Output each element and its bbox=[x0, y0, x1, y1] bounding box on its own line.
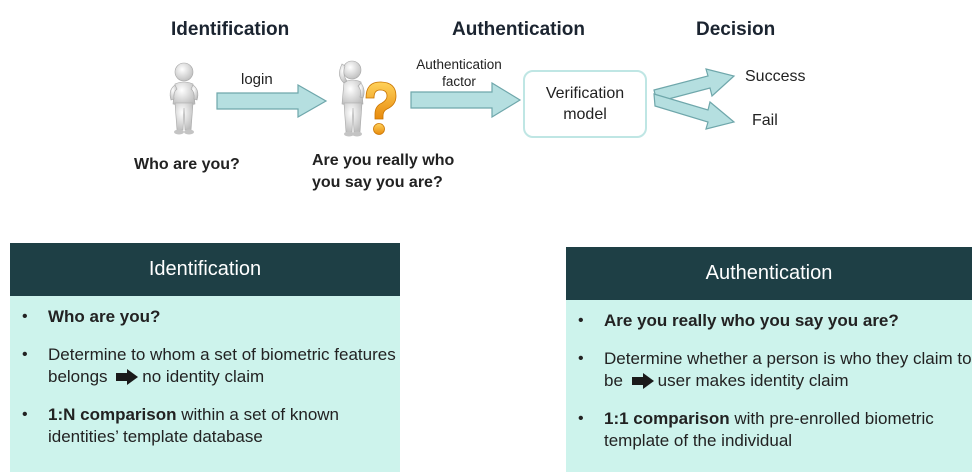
person-icon bbox=[169, 62, 199, 135]
success-label: Success bbox=[745, 68, 806, 85]
identification-point-3: within a set of known identities’ templa… bbox=[48, 405, 340, 446]
authentication-card: Authentication •Are you really who you s… bbox=[566, 247, 972, 472]
flow-arrow bbox=[410, 82, 522, 118]
authentication-card-title: Authentication bbox=[566, 247, 972, 300]
verification-model-line2: model bbox=[563, 106, 607, 123]
identification-point-1: Who are you? bbox=[48, 307, 161, 326]
identification-card-title: Identification bbox=[10, 243, 400, 296]
list-item: •Determine whether a person is who they … bbox=[578, 349, 972, 390]
authentication-point-2-result: user makes identity claim bbox=[657, 371, 849, 390]
identification-point-2-result: no identity claim bbox=[142, 367, 265, 386]
verification-model-box: Verification model bbox=[523, 70, 647, 138]
authentication-point-3-bold: 1:1 comparison bbox=[604, 409, 730, 428]
are-you-really-question: Are you really who you say you are? bbox=[312, 150, 454, 194]
right-arrow-icon bbox=[631, 373, 654, 389]
fail-arrow bbox=[653, 93, 736, 130]
authentication-card-body: •Are you really who you say you are? •De… bbox=[566, 300, 972, 472]
flow-arrow bbox=[216, 84, 328, 118]
authentication-factor-line1: Authentication bbox=[416, 57, 502, 72]
question-line1: Are you really who bbox=[312, 152, 455, 169]
who-are-you-question: Who are you? bbox=[134, 156, 240, 173]
stage-title-identification: Identification bbox=[171, 19, 290, 40]
list-item: •1:N comparison within a set of known id… bbox=[22, 405, 340, 446]
authentication-point-1: Are you really who you say you are? bbox=[604, 311, 899, 330]
thinking-person-icon bbox=[339, 60, 397, 137]
identification-card: Identification •Who are you? •Determine … bbox=[10, 243, 400, 472]
login-label: login bbox=[241, 71, 273, 88]
verification-model-line1: Verification bbox=[545, 85, 625, 102]
list-item: •Are you really who you say you are? bbox=[578, 311, 899, 330]
fail-label: Fail bbox=[752, 112, 778, 129]
authentication-point-3: with pre-enrolled biometric template of … bbox=[604, 409, 934, 450]
right-arrow-icon bbox=[116, 369, 139, 385]
list-item: •Determine to whom a set of biometric fe… bbox=[22, 345, 396, 386]
stage-title-decision: Decision bbox=[696, 19, 776, 40]
authentication-point-2: Determine whether a person is who they c… bbox=[604, 349, 972, 390]
stage-title-authentication: Authentication bbox=[452, 19, 585, 40]
authentication-factor-line2: factor bbox=[442, 74, 476, 89]
identification-point-3-bold: 1:N comparison bbox=[48, 405, 177, 424]
list-item: •1:1 comparison with pre-enrolled biomet… bbox=[578, 409, 934, 450]
identification-point-2: Determine to whom a set of biometric fea… bbox=[48, 345, 396, 386]
list-item: •Who are you? bbox=[22, 307, 161, 326]
question-line2: you say you are? bbox=[312, 174, 443, 191]
authentication-factor-label: Authentication factor bbox=[404, 56, 514, 90]
identification-card-body: •Who are you? •Determine to whom a set o… bbox=[10, 296, 400, 472]
decision-arrows bbox=[653, 68, 736, 130]
